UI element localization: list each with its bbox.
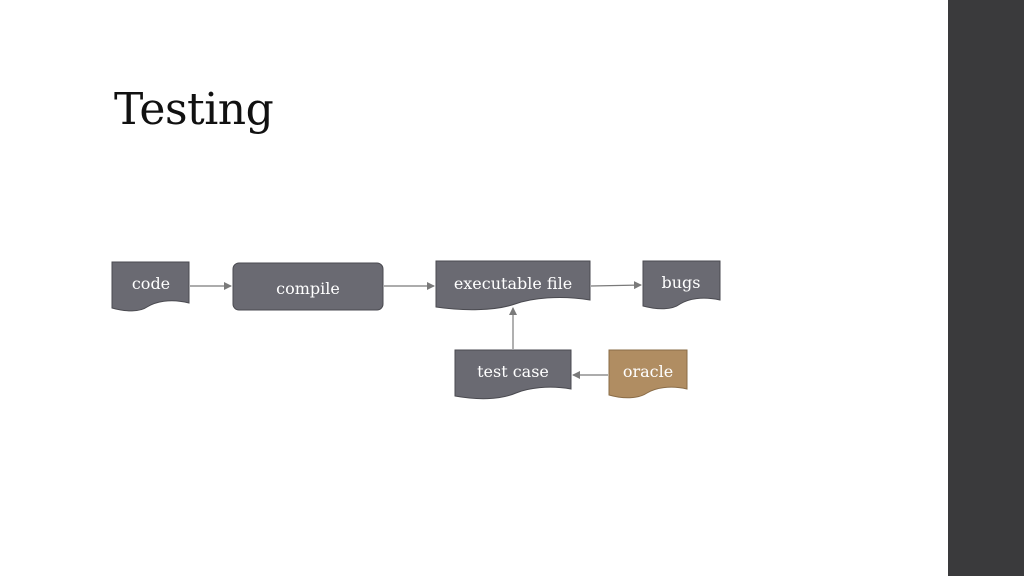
node-test-case-label: test case	[477, 362, 549, 381]
arrow-executable-to-bugs	[590, 281, 642, 290]
node-compile: compile	[232, 262, 384, 311]
node-code-label: code	[132, 274, 170, 293]
document-shape	[454, 349, 572, 400]
process-shape	[232, 262, 384, 311]
node-oracle: oracle	[608, 349, 688, 399]
document-shape	[435, 260, 591, 311]
document-shape	[111, 261, 190, 312]
node-test-case: test case	[454, 349, 572, 400]
slide-title: Testing	[114, 84, 274, 135]
node-executable-file: executable file	[435, 260, 591, 311]
document-shape	[642, 260, 721, 310]
node-compile-label: compile	[276, 279, 340, 298]
node-executable-label: executable file	[454, 274, 572, 293]
node-bugs: bugs	[642, 260, 721, 310]
side-bar	[948, 0, 1024, 576]
node-code: code	[111, 261, 190, 312]
document-shape	[608, 349, 688, 399]
node-oracle-label: oracle	[623, 362, 673, 381]
node-bugs-label: bugs	[662, 273, 701, 292]
